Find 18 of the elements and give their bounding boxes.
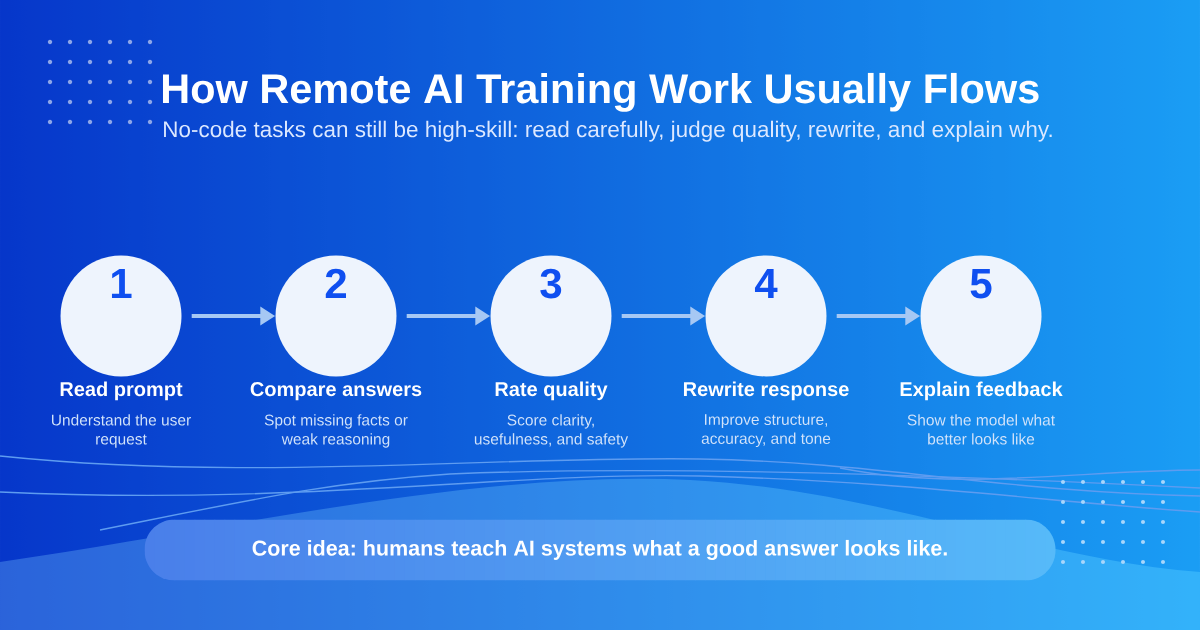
step-number: 2: [325, 268, 346, 298]
step-number: 1: [111, 269, 132, 298]
step-number: 3: [540, 268, 562, 299]
subtitle: No-code tasks can still be high-skill: read carefully, judge quality, rewrite, and explain why.: [164, 120, 1052, 142]
step-title: Read prompt: [60, 381, 183, 401]
step-number: 5: [970, 269, 992, 299]
step-description: Show the model what better looks like: [907, 414, 1055, 445]
step-description: Understand the user request: [52, 414, 191, 448]
step-title: Rewrite response: [684, 381, 849, 401]
callout-text: Core idea: humans teach AI systems what a good answer looks like.: [252, 539, 947, 561]
title: How Remote AI Training Work Usually Flows: [163, 72, 1039, 112]
step-description: Score clarity, usefulness, and safety: [474, 414, 629, 448]
step-number: 4: [754, 269, 778, 298]
step-title: Explain feedback: [900, 381, 1063, 401]
step-description: Improve structure, accuracy, and tone: [701, 414, 831, 448]
step-title: Rate quality: [495, 381, 608, 401]
step-title: Compare answers: [250, 382, 422, 401]
step-description: Spot missing facts or weak reasoning: [264, 414, 408, 448]
